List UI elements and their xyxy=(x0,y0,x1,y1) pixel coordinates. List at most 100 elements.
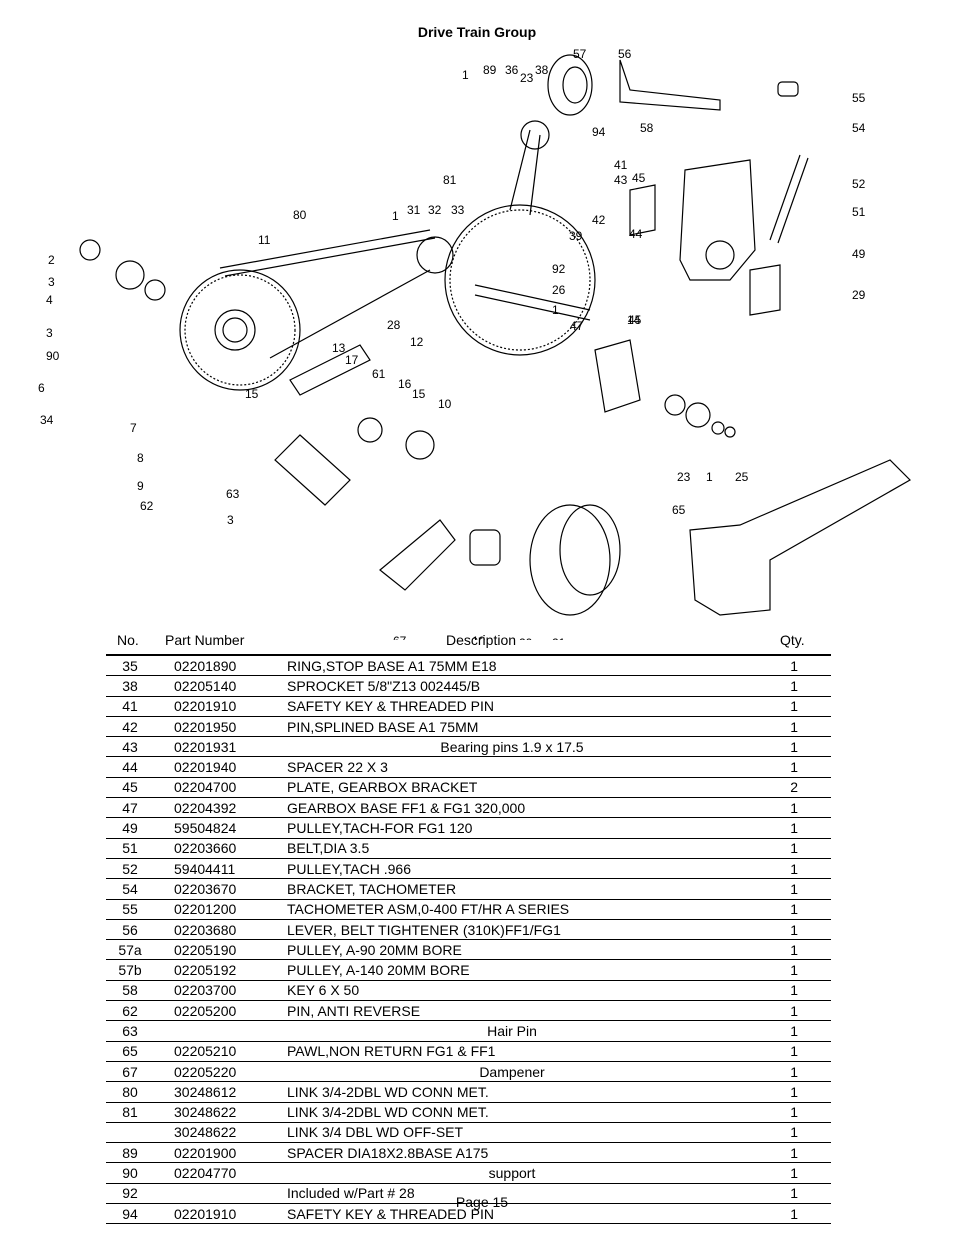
row-description: Dampener xyxy=(287,1061,737,1083)
callout-label: 92 xyxy=(552,262,566,276)
row-part-number: 30248612 xyxy=(154,1081,287,1103)
row-description: support xyxy=(287,1162,737,1184)
row-qty: 1 xyxy=(737,797,831,819)
callout-label: 1 xyxy=(706,470,713,484)
row-description: RING,STOP BASE A1 75MM E18 xyxy=(287,654,737,677)
row-qty: 1 xyxy=(737,980,831,1002)
callout-label: 6 xyxy=(38,381,45,395)
row-qty: 1 xyxy=(737,899,831,920)
callout-label: 41 xyxy=(614,158,628,172)
callout-label: 31 xyxy=(407,203,421,217)
row-description: SPACER DIA18X2.8BASE A175 xyxy=(287,1142,737,1164)
callout-label: 3 xyxy=(46,326,53,340)
callout-label: 44 xyxy=(629,227,643,241)
row-part-number: 02203660 xyxy=(154,838,287,859)
row-description: LINK 3/4 DBL WD OFF-SET xyxy=(287,1122,737,1144)
row-description: SPROCKET 5/8"Z13 002445/B xyxy=(287,675,737,697)
row-number: 57a xyxy=(106,939,154,961)
callout-label: 39 xyxy=(569,229,583,243)
row-description: LINK 3/4-2DBL WD CONN MET. xyxy=(287,1102,737,1123)
row-part-number: 02203700 xyxy=(154,980,287,1002)
row-description: PIN, ANTI REVERSE xyxy=(287,1000,737,1022)
row-qty: 1 xyxy=(737,1020,831,1042)
row-description: SAFETY KEY & THREADED PIN xyxy=(287,696,737,717)
callout-label: 15 xyxy=(412,387,426,401)
row-part-number: 02204700 xyxy=(154,777,287,799)
row-number: 92 xyxy=(106,1183,154,1205)
callout-label: 61 xyxy=(372,367,386,381)
row-number: 38 xyxy=(106,675,154,697)
callout-label: 4 xyxy=(46,293,53,307)
row-part-number: 02201940 xyxy=(154,756,287,778)
callout-label: 16 xyxy=(398,377,412,391)
row-qty: 1 xyxy=(737,878,831,900)
callout-label: 57 xyxy=(573,47,587,61)
row-description: Bearing pins 1.9 x 17.5 xyxy=(287,736,737,758)
row-number: 45 xyxy=(106,777,154,799)
row-number: 81 xyxy=(106,1102,154,1123)
row-description: GEARBOX BASE FF1 & FG1 320,000 xyxy=(287,797,737,819)
callout-label: 58 xyxy=(640,121,654,135)
callout-label: 90 xyxy=(46,349,60,363)
row-qty: 1 xyxy=(737,654,831,677)
row-description: PULLEY,TACH .966 xyxy=(287,858,737,880)
callout-label: 8 xyxy=(137,451,144,465)
row-description: PULLEY, A-90 20MM BORE xyxy=(287,939,737,961)
row-part-number: 59504824 xyxy=(154,817,287,839)
callout-label: 89 xyxy=(483,63,497,77)
row-part-number: 02205190 xyxy=(154,939,287,961)
row-qty: 1 xyxy=(737,959,831,981)
row-qty: 1 xyxy=(737,696,831,717)
row-part-number: 02203680 xyxy=(154,919,287,941)
callout-label: 11 xyxy=(258,233,271,247)
row-qty: 1 xyxy=(737,838,831,859)
row-description: PLATE, GEARBOX BRACKET xyxy=(287,777,737,799)
row-part-number: 02205192 xyxy=(154,959,287,981)
row-description: LINK 3/4-2DBL WD CONN MET. xyxy=(287,1081,737,1103)
row-description: SAFETY KEY & THREADED PIN xyxy=(287,1203,737,1225)
callout-label: 26 xyxy=(552,283,566,297)
callout-label: 15 xyxy=(245,387,259,401)
row-part-number xyxy=(154,1183,287,1205)
callout-label: 55 xyxy=(852,91,866,105)
row-part-number: 02201200 xyxy=(154,899,287,920)
row-part-number: 02204770 xyxy=(154,1162,287,1184)
row-part-number: 02201900 xyxy=(154,1142,287,1164)
row-number: 80 xyxy=(106,1081,154,1103)
row-number: 57b xyxy=(106,959,154,981)
callout-label: 13 xyxy=(332,341,346,355)
callout-label: 36 xyxy=(505,63,519,77)
row-qty: 1 xyxy=(737,756,831,778)
row-description: PIN,SPLINED BASE A1 75MM xyxy=(287,716,737,738)
page-number: Page 15 xyxy=(455,1194,509,1210)
row-description: Hair Pin xyxy=(287,1020,737,1042)
row-part-number: 02205210 xyxy=(154,1041,287,1062)
row-qty: 1 xyxy=(737,675,831,697)
row-part-number: 02205220 xyxy=(154,1061,287,1083)
row-description: Included w/Part # 28 xyxy=(287,1183,737,1205)
row-qty: 1 xyxy=(737,1081,831,1103)
row-qty: 2 xyxy=(737,777,831,799)
row-part-number: 02201950 xyxy=(154,716,287,738)
callout-label: 42 xyxy=(592,213,606,227)
row-part-number: 02201910 xyxy=(154,1203,287,1225)
callout-label: 43 xyxy=(614,173,628,187)
callout-label: 32 xyxy=(428,203,442,217)
callout-label: 29 xyxy=(852,288,866,302)
row-part-number: 02203670 xyxy=(154,878,287,900)
page-title: Drive Train Group xyxy=(417,24,537,40)
callout-label: 81 xyxy=(443,173,457,187)
